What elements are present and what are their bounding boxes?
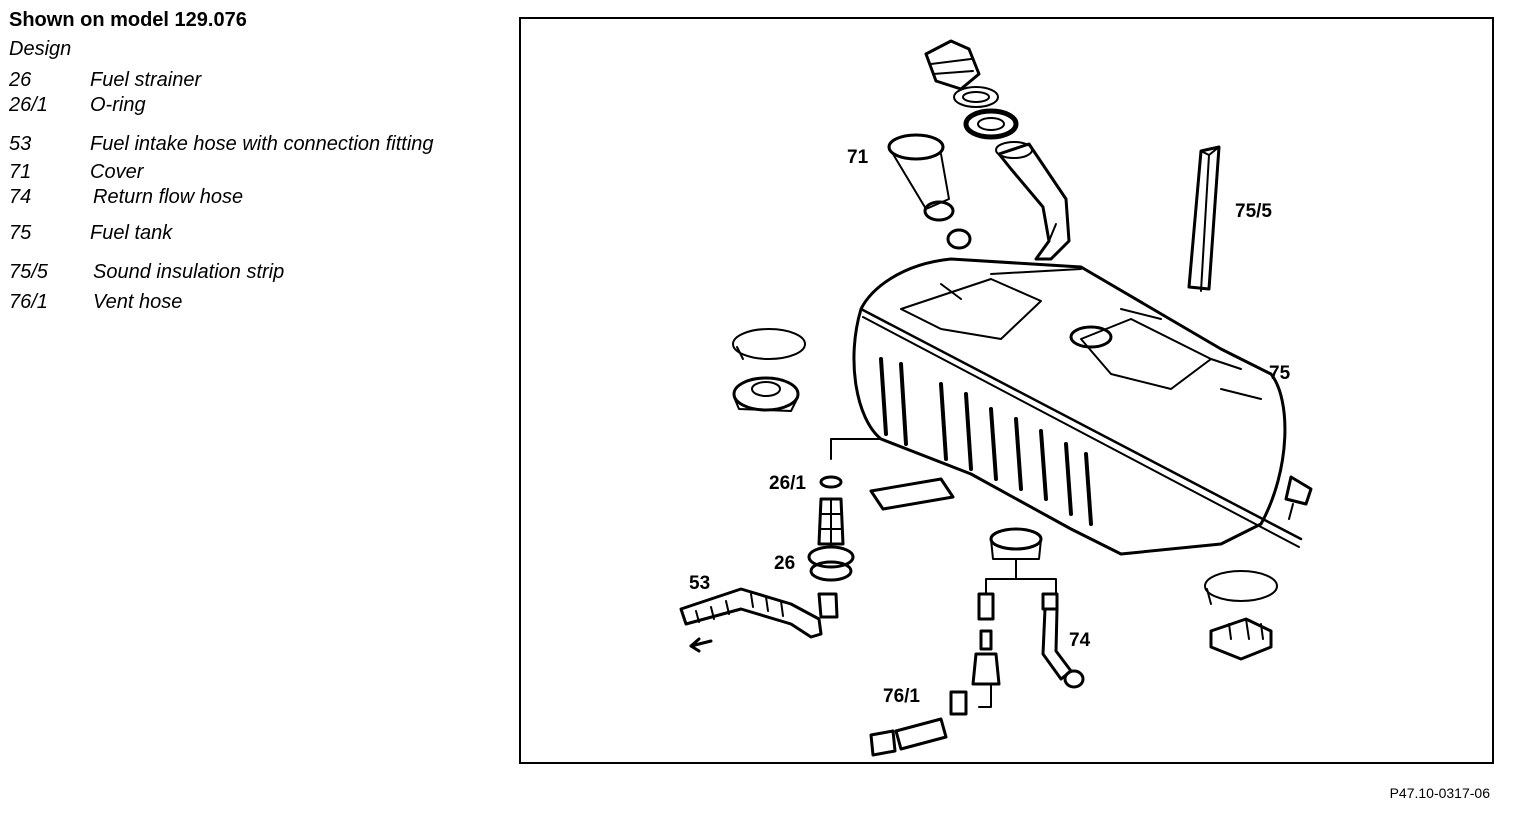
vent-valve-icon [985, 527, 1057, 595]
page-title: Shown on model 129.076 [9, 9, 247, 31]
legend-item: 26 Fuel strainer [9, 69, 201, 92]
legend-number: 75 [9, 222, 32, 244]
legend-item: 75/5 Sound insulation strip [9, 261, 284, 284]
legend-item: 75 Fuel tank [9, 222, 172, 245]
legend-description: Cover [90, 161, 144, 183]
legend-item: 71 Cover [9, 161, 143, 184]
vent-hose-connector-icon [949, 592, 1001, 716]
figure-code: P47.10-0317-06 [1389, 785, 1490, 801]
legend-item: 26/1 O-ring [9, 94, 146, 117]
legend-description: Sound insulation strip [93, 261, 285, 283]
legend-number: 26 [9, 69, 32, 91]
insulation-pad-icon [869, 477, 955, 511]
pump-cover-left-icon [732, 376, 800, 412]
cover-71-icon [887, 133, 972, 250]
legend-description: Return flow hose [93, 186, 244, 208]
legend-number: 71 [9, 161, 32, 183]
fuel-intake-hose-icon [679, 587, 839, 653]
bolt-icon [1284, 475, 1313, 520]
vent-hose-icon [869, 717, 948, 757]
callout-75-5: 75/5 [1235, 201, 1272, 222]
callout-75: 75 [1269, 363, 1291, 384]
fuel-tank-diagram: 71 75/5 75 26/1 26 53 74 76/1 [679, 39, 1313, 757]
filler-neck-seal-icon [924, 39, 1019, 140]
o-ring-icon [819, 475, 843, 489]
page-subtitle: Design [9, 38, 72, 60]
legend-number: 26/1 [9, 94, 48, 116]
callout-26-1: 26/1 [769, 473, 806, 494]
callout-53: 53 [689, 573, 710, 594]
fuel-tank-icon [852, 257, 1303, 556]
legend-number: 76/1 [9, 291, 48, 313]
legend-number: 53 [9, 133, 32, 155]
filler-pipe-icon [995, 141, 1071, 261]
legend-number: 74 [9, 186, 32, 208]
leader-line [830, 438, 882, 460]
legend-description: Fuel strainer [90, 69, 202, 91]
seal-ring-icon [1204, 570, 1278, 605]
legend-description: Fuel intake hose with connection fitting [90, 133, 434, 155]
diagram-frame: 71 75/5 75 26/1 26 53 74 76/1 [519, 17, 1494, 764]
legend-description: Fuel tank [90, 222, 173, 244]
legend-item: 74 Return flow hose [9, 186, 243, 209]
callout-74: 74 [1069, 630, 1091, 651]
pump-cover-right-icon [1209, 617, 1273, 661]
legend-description: Vent hose [93, 291, 183, 313]
callout-26: 26 [774, 553, 795, 574]
legend-item: 76/1 Vent hose [9, 291, 182, 314]
return-flow-hose-icon [1041, 592, 1085, 689]
callout-71: 71 [847, 147, 869, 168]
legend-number: 75/5 [9, 261, 48, 283]
fuel-strainer-icon [807, 497, 855, 582]
legend-item: 53 Fuel intake hose with connection fitti… [9, 133, 434, 156]
legend-description: O-ring [90, 94, 146, 116]
callout-76-1: 76/1 [883, 686, 920, 707]
seal-ring-icon [732, 328, 806, 360]
sound-insulation-strip-icon [1187, 145, 1221, 292]
